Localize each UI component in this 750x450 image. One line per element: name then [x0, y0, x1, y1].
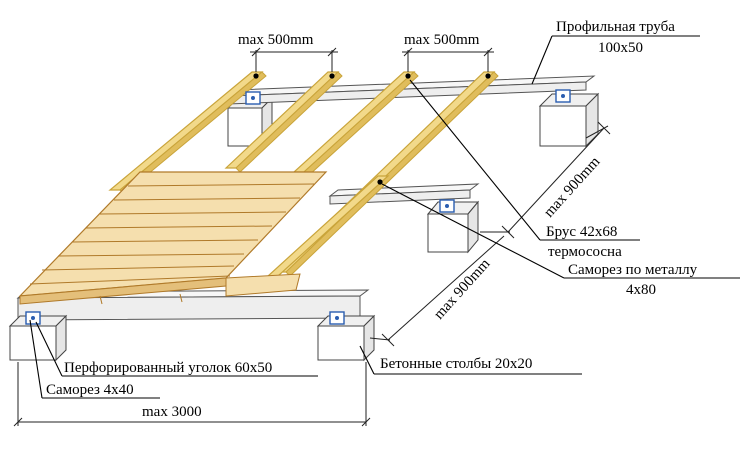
bracket-holes — [31, 94, 565, 320]
floor-boards — [18, 171, 328, 305]
length-label: max 3000 — [142, 404, 202, 420]
concrete-pillar-front-right — [316, 314, 376, 362]
screw-metal-label-1: Саморез по металлу — [568, 262, 698, 278]
concrete-pillars-label: Бетонные столбы 20x20 — [380, 356, 532, 372]
perforated-angle-label: Перфорированный уголок 60x50 — [64, 360, 272, 376]
span-label-2: max 900mm — [431, 256, 494, 323]
screw-points — [253, 73, 491, 185]
spacing-label-1: max 500mm — [238, 32, 314, 48]
spacing-label-2: max 500mm — [404, 32, 480, 48]
beam-label-1: Брус 42х68 — [546, 224, 617, 240]
leader-screw-small — [29, 319, 160, 399]
span-label-1: max 900mm — [541, 154, 604, 221]
leader-perforated-angle — [35, 321, 318, 377]
dimension-length — [13, 362, 371, 427]
leader-concrete-pillars — [359, 345, 582, 375]
leader-beam — [409, 79, 640, 241]
profile-pipe-label-2: 100x50 — [598, 40, 643, 56]
deck-strip-front — [99, 273, 301, 305]
leader-screw-metal — [381, 183, 740, 279]
leader-profile-pipe — [531, 35, 700, 85]
beam-label-2: термососна — [548, 244, 622, 260]
screw-metal-label-2: 4x80 — [626, 282, 656, 298]
screw-small-label: Саморез 4x40 — [46, 382, 134, 398]
dimension-span — [369, 121, 611, 347]
concrete-pillar-back-right — [538, 92, 600, 148]
profile-pipe-label-1: Профильная труба — [556, 19, 675, 35]
dimension-spacing — [250, 47, 494, 72]
